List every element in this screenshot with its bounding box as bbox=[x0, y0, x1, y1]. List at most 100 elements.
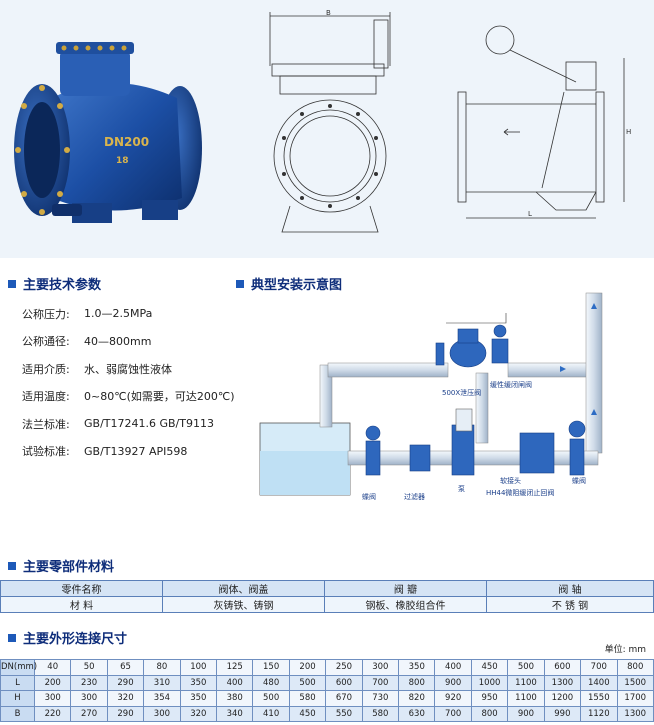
front-view-drawing: B bbox=[269, 9, 391, 233]
materials-table: 零件名称 阀体、阀盖 阀 瓣 阀 轴 材 料 灰铸铁、铸钢 钢板、橡胶组合件 不… bbox=[0, 580, 654, 613]
table-cell: 730 bbox=[361, 690, 400, 707]
spec-row: 公称压力: 1.0—2.5MPa bbox=[22, 300, 237, 328]
row-header: B bbox=[0, 705, 35, 722]
table-cell: 300 bbox=[70, 690, 108, 707]
bullet-square-icon bbox=[8, 279, 16, 288]
bullet-square-icon bbox=[236, 279, 244, 288]
spec-label: 适用温度: bbox=[22, 390, 70, 404]
table-cell: 320 bbox=[179, 705, 218, 722]
spec-label: 试验标准: bbox=[22, 445, 70, 459]
label-soft-joint: 软接头 bbox=[500, 476, 521, 485]
table-cell: 700 bbox=[580, 659, 618, 676]
specs-heading: 主要技术参数 bbox=[8, 274, 101, 293]
dimensions-heading: 主要外形连接尺寸 bbox=[8, 628, 127, 647]
spec-value: GB/T13927 API598 bbox=[84, 444, 188, 458]
label-slow-close-valve: 缓性缓闭闸阀 bbox=[490, 380, 532, 389]
specs-list: 公称压力: 1.0—2.5MPa 公称通径: 40—800mm 适用介质: 水、… bbox=[22, 300, 237, 465]
table-cell: 1100 bbox=[507, 690, 545, 707]
table-cell: 800 bbox=[470, 705, 509, 722]
table-cell: 600 bbox=[325, 674, 363, 691]
table-cell: 阀 轴 bbox=[486, 580, 654, 597]
spec-row: 试验标准: GB/T13927 API598 bbox=[22, 438, 237, 466]
table-cell: 零件名称 bbox=[0, 580, 163, 597]
install-heading-text: 典型安装示意图 bbox=[251, 278, 343, 293]
table-cell: 灰铸铁、铸钢 bbox=[162, 596, 325, 613]
table-cell: 550 bbox=[325, 705, 363, 722]
table-cell: 900 bbox=[507, 705, 545, 722]
materials-heading: 主要零部件材料 bbox=[8, 556, 114, 575]
dim-h-label: H bbox=[626, 128, 631, 136]
row-header: H bbox=[0, 690, 35, 707]
specs-heading-text: 主要技术参数 bbox=[23, 278, 102, 293]
table-cell: 80 bbox=[143, 659, 181, 676]
table-cell: 820 bbox=[398, 690, 436, 707]
table-cell: 800 bbox=[616, 659, 654, 676]
table-cell: 500 bbox=[252, 690, 290, 707]
table-cell: 900 bbox=[434, 674, 472, 691]
table-cell: 400 bbox=[216, 674, 254, 691]
table-cell: 800 bbox=[398, 674, 436, 691]
table-cell: 270 bbox=[70, 705, 108, 722]
table-cell: 410 bbox=[252, 705, 290, 722]
spec-label: 法兰标准: bbox=[22, 417, 70, 431]
materials-heading-text: 主要零部件材料 bbox=[23, 560, 115, 575]
table-cell: 600 bbox=[543, 659, 582, 676]
table-cell: 350 bbox=[179, 690, 218, 707]
table-cell: 1100 bbox=[507, 674, 545, 691]
spec-value: 40—800mm bbox=[84, 334, 152, 348]
table-cell: 630 bbox=[398, 705, 436, 722]
table-cell: 1300 bbox=[543, 674, 582, 691]
table-cell: 290 bbox=[106, 705, 145, 722]
table-row: 材 料 灰铸铁、铸钢 钢板、橡胶组合件 不 锈 钢 bbox=[0, 596, 654, 613]
spec-value: 0~80℃(如需要，可达200℃) bbox=[84, 390, 235, 404]
table-cell: 50 bbox=[70, 659, 108, 676]
row-header: DN(mm) bbox=[0, 659, 37, 676]
row-header: L bbox=[0, 674, 35, 691]
spec-value: 1.0—2.5MPa bbox=[84, 307, 153, 321]
table-cell: 250 bbox=[325, 659, 363, 676]
table-cell: 380 bbox=[216, 690, 254, 707]
table-cell: 400 bbox=[434, 659, 472, 676]
table-cell: 580 bbox=[288, 690, 327, 707]
table-cell: 200 bbox=[33, 674, 72, 691]
table-cell: 40 bbox=[33, 659, 72, 676]
nameplate-mark: 18 bbox=[116, 156, 129, 166]
table-cell: 阀 瓣 bbox=[324, 580, 487, 597]
table-cell: 500 bbox=[507, 659, 545, 676]
installation-diagram: 500X泄压阀 缓性缓闭闸阀 蝶阀 过滤器 泵 软接头 HH44微阻缓闭止回阀 … bbox=[259, 292, 603, 501]
table-cell: 1300 bbox=[616, 705, 654, 722]
table-cell: 65 bbox=[106, 659, 145, 676]
table-cell: 310 bbox=[143, 674, 181, 691]
install-heading: 典型安装示意图 bbox=[236, 274, 342, 293]
table-cell: 230 bbox=[70, 674, 108, 691]
dim-b-label: B bbox=[326, 9, 331, 17]
table-cell: 990 bbox=[543, 705, 582, 722]
spec-label: 公称压力: bbox=[22, 307, 70, 321]
table-cell: 200 bbox=[288, 659, 327, 676]
nameplate-size: DN200 bbox=[104, 135, 149, 149]
table-cell: 1120 bbox=[580, 705, 618, 722]
table-cell: 580 bbox=[361, 705, 400, 722]
spec-value: GB/T17241.6 GB/T9113 bbox=[84, 417, 214, 431]
table-cell: 350 bbox=[398, 659, 436, 676]
spec-row: 适用温度: 0~80℃(如需要，可达200℃) bbox=[22, 383, 237, 411]
label-500x-valve: 500X泄压阀 bbox=[442, 388, 481, 397]
table-cell: 阀体、阀盖 bbox=[162, 580, 325, 597]
unit-label: 单位: mm bbox=[604, 645, 646, 655]
side-view-drawing: L H bbox=[457, 25, 631, 219]
table-cell: 290 bbox=[106, 674, 145, 691]
label-filter: 过滤器 bbox=[404, 492, 425, 501]
bullet-square-icon bbox=[8, 561, 16, 570]
spec-row: 法兰标准: GB/T17241.6 GB/T9113 bbox=[22, 410, 237, 438]
bullet-square-icon bbox=[8, 633, 16, 642]
table-cell: 300 bbox=[143, 705, 181, 722]
table-cell: 1550 bbox=[580, 690, 618, 707]
spec-label: 适用介质: bbox=[22, 362, 70, 376]
table-cell: 450 bbox=[288, 705, 327, 722]
table-cell: 350 bbox=[179, 674, 218, 691]
